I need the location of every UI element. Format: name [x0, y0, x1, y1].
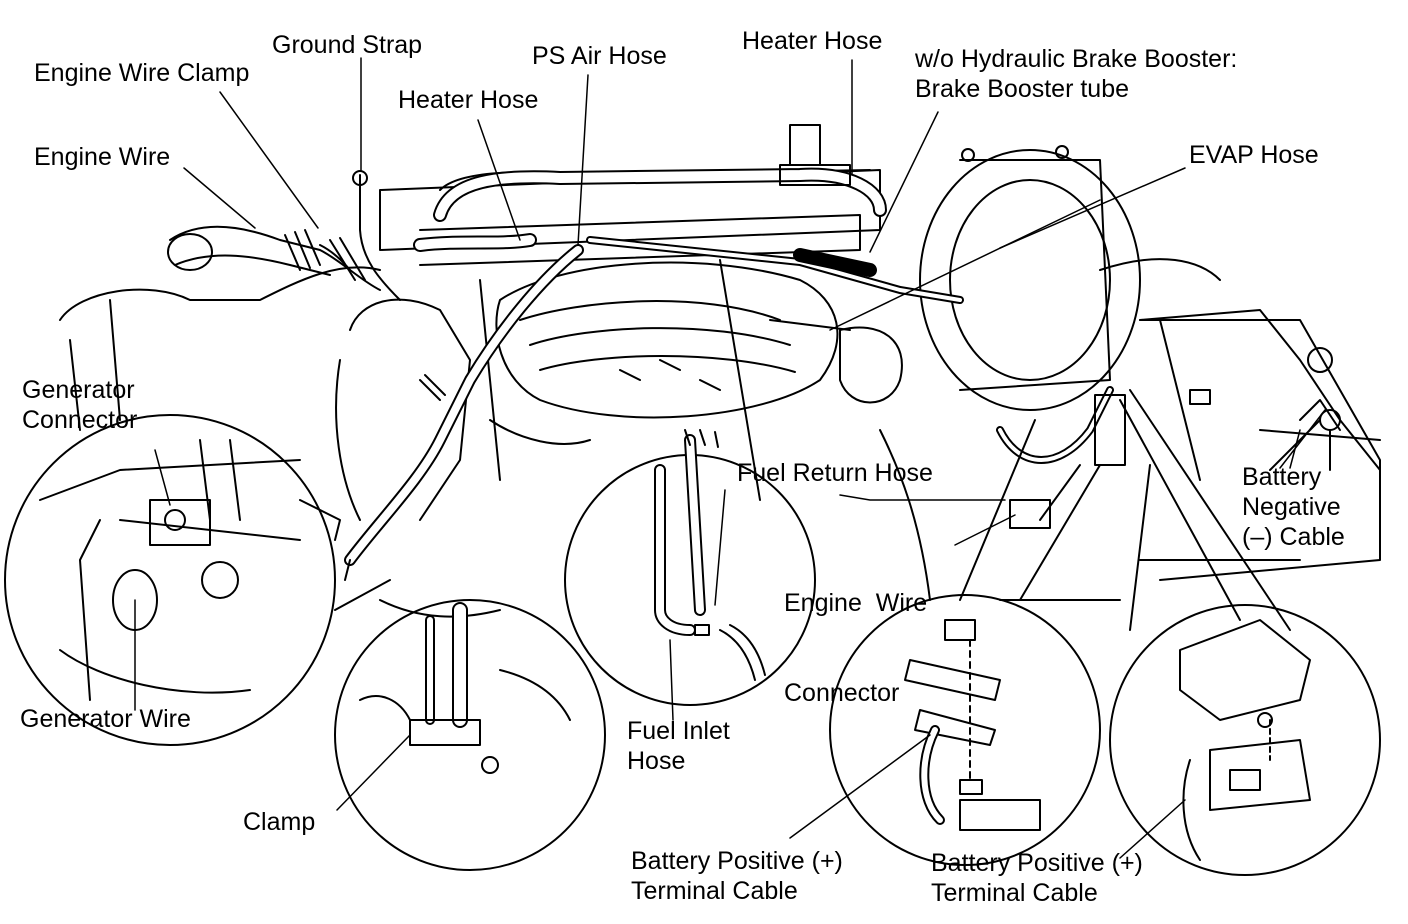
- engine-wire-connector-line-1: Engine Wire: [784, 589, 928, 617]
- ps-air-hose-label: PS Air Hose: [532, 42, 667, 70]
- generator-wire-label: Generator Wire: [20, 705, 191, 733]
- battery-positive-right-line-2: Terminal Cable: [931, 879, 1098, 907]
- fuel-inlet-line-1: Fuel Inlet: [627, 717, 730, 745]
- battery-negative-cable-label: Battery Negative (–) Cable: [1242, 462, 1345, 552]
- engine-wire-label: Engine Wire: [34, 143, 171, 171]
- fuel-inlet-line-2: Hose: [627, 747, 686, 775]
- engine-wire-connector-label: Engine Wire Connector: [784, 528, 927, 768]
- battery-negative-line-2: Negative: [1242, 493, 1341, 521]
- evap-hose-label: EVAP Hose: [1189, 141, 1319, 169]
- clamp-inset: [334, 559, 606, 871]
- battery-negative-line-1: Battery: [1242, 463, 1322, 491]
- generator-connector-line-1: Generator: [22, 376, 135, 404]
- battery-positive-right-line-1: Battery Positive (+): [931, 849, 1143, 877]
- battery-positive-right-label: Battery Positive (+) Terminal Cable: [931, 848, 1143, 908]
- clamp-label: Clamp: [243, 808, 316, 836]
- battery-cables: [996, 386, 1341, 631]
- ground-strap-label: Ground Strap: [272, 31, 423, 59]
- generator-connector-line-2: Connector: [22, 406, 138, 434]
- battery-positive-inset-left: [829, 419, 1101, 866]
- brake-booster-tube-label: w/o Hydraulic Brake Booster: Brake Boost…: [915, 44, 1237, 104]
- fuel-inlet-hose-label: Fuel Inlet Hose: [627, 716, 730, 776]
- brake-booster: [919, 145, 1141, 411]
- battery-positive-left-line-1: Battery Positive (+): [631, 847, 843, 875]
- heater-hose-top-label: Heater Hose: [742, 27, 883, 55]
- engine-body: [59, 169, 1381, 618]
- leader-lines: [134, 57, 1326, 859]
- battery-positive-left-line-2: Terminal Cable: [631, 877, 798, 905]
- heater-hose-left-label: Heater Hose: [398, 86, 539, 114]
- brake-booster-line-1: w/o Hydraulic Brake Booster:: [915, 45, 1238, 73]
- fuel-hose-inset: [564, 429, 816, 706]
- engine-wire-connector-line-2: Connector: [784, 679, 900, 707]
- battery-negative-line-3: (–) Cable: [1242, 523, 1345, 551]
- generator-inset: [4, 414, 341, 746]
- fuel-return-hose-label: Fuel Return Hose: [737, 459, 933, 487]
- evap-hose: [586, 236, 964, 331]
- battery-positive-left-label: Battery Positive (+) Terminal Cable: [631, 846, 843, 906]
- generator-connector-label: Generator Connector: [22, 375, 137, 435]
- engine-wire-clamp-label: Engine Wire Clamp: [34, 59, 250, 87]
- ground-strap: [352, 170, 401, 301]
- brake-booster-line-2: Brake Booster tube: [915, 75, 1130, 103]
- engine-wire-harness: [167, 225, 381, 291]
- heater-hoses: [413, 124, 887, 252]
- ps-air-hose: [344, 244, 584, 566]
- battery-positive-inset-right: [1109, 464, 1381, 876]
